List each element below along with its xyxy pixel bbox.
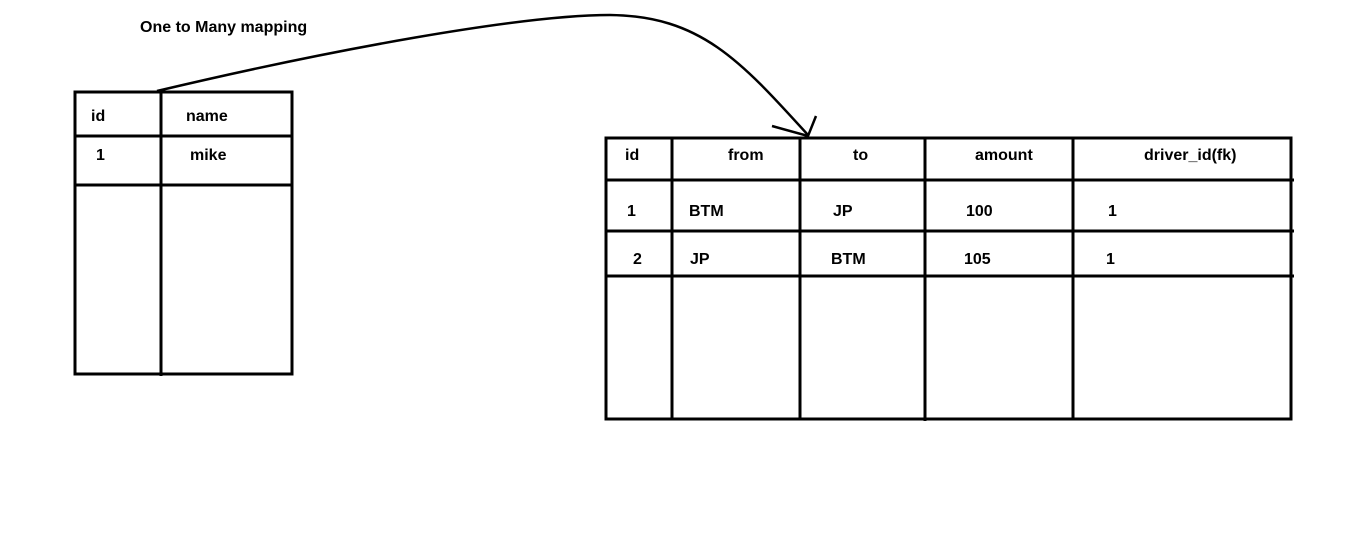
relationship-arrow	[156, 13, 818, 138]
trip-row-1-to: JP	[833, 203, 853, 220]
trip-row-1-driver-id: 1	[1108, 203, 1117, 220]
diagram-caption: One to Many mapping	[140, 19, 308, 36]
driver-row-1-name: mike	[190, 147, 227, 164]
trip-table-border	[604, 136, 1293, 421]
trip-row-1-amount: 100	[966, 203, 993, 220]
trip-row-2-id: 2	[633, 251, 642, 268]
trip-row-1-id: 1	[627, 203, 636, 220]
trip-header-from: from	[728, 147, 764, 164]
arrow-head	[771, 115, 818, 138]
trip-row-1-from: BTM	[689, 203, 724, 220]
trip-table	[604, 136, 1294, 421]
trip-row-2-from: JP	[690, 251, 710, 268]
trip-header-driver-id: driver_id(fk)	[1144, 147, 1237, 164]
trip-row-2-driver-id: 1	[1106, 251, 1115, 268]
trip-row-2-to: BTM	[831, 251, 866, 268]
driver-table-border	[73, 90, 294, 376]
driver-header-id: id	[91, 108, 106, 125]
driver-row-1-id: 1	[96, 147, 105, 164]
trip-row-2-amount: 105	[964, 251, 991, 268]
trip-header-id: id	[625, 147, 640, 164]
trip-header-to: to	[853, 147, 869, 164]
driver-header-name: name	[186, 108, 228, 125]
driver-table	[73, 90, 294, 376]
trip-header-amount: amount	[975, 147, 1033, 164]
relationship-curve	[156, 13, 809, 136]
